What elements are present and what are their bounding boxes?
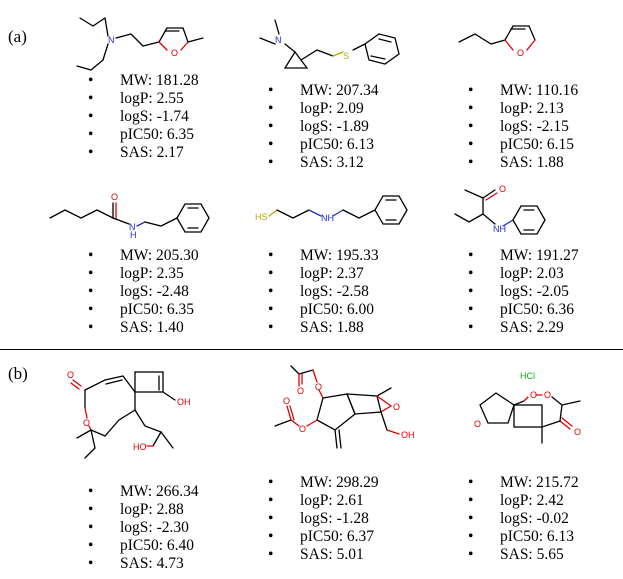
property-logs: logS: -1.74 (88, 108, 199, 126)
property-list-b1: MW: 266.34 logP: 2.88 logS: -2.30 pIC50:… (88, 483, 199, 573)
property-logp: logP: 2.88 (88, 501, 199, 519)
property-mw: MW: 298.29 (268, 474, 379, 492)
property-mw: MW: 215.72 (468, 474, 579, 492)
molecule-structure-b3: HCl O O O O (474, 371, 581, 444)
panel-a-label: (a) (8, 27, 27, 46)
property-mw: MW: 195.33 (268, 247, 379, 265)
property-mw: MW: 181.28 (88, 72, 199, 90)
atom-label: O (111, 192, 118, 202)
molecule-structure-a3: O (458, 25, 536, 58)
property-list-a5: MW: 195.33 logP: 2.37 logS: -2.58 pIC50:… (268, 247, 379, 337)
property-logp: logP: 2.03 (468, 265, 579, 283)
property-sas: SAS: 2.17 (88, 144, 199, 162)
property-mw: MW: 205.30 (88, 247, 199, 265)
atom-label: O (499, 184, 506, 194)
property-pic50: pIC50: 6.00 (268, 301, 379, 319)
property-logs: logS: -2.30 (88, 519, 199, 537)
property-list-a1: MW: 181.28 logP: 2.55 logS: -1.74 pIC50:… (88, 72, 199, 162)
property-list-a2: MW: 207.34 logP: 2.09 logS: -1.89 pIC50:… (268, 82, 379, 172)
property-list-b2: MW: 298.29 logP: 2.61 logS: -1.28 pIC50:… (268, 474, 379, 564)
atom-label: OH (401, 430, 415, 440)
atom-label: N (108, 35, 115, 45)
property-logs: logS: -1.28 (268, 510, 379, 528)
property-pic50: pIC50: 6.15 (468, 136, 578, 154)
molecule-structure-a4: O N H (49, 192, 210, 240)
atom-label: O (393, 402, 400, 412)
panel-divider (0, 349, 623, 350)
property-logp: logP: 2.37 (268, 265, 379, 283)
atom-label: O (83, 418, 90, 428)
property-sas: SAS: 1.88 (468, 154, 578, 172)
molecule-structure-a1: N O (76, 17, 204, 71)
property-sas: SAS: 4.73 (88, 555, 199, 573)
property-logp: logP: 2.55 (88, 90, 199, 108)
atom-label: S (343, 51, 349, 61)
atom-label: O (474, 419, 481, 429)
property-mw: MW: 110.16 (468, 82, 578, 100)
molecule-structure-a5: HS NH (255, 195, 408, 225)
atom-label: O (67, 370, 74, 380)
property-pic50: pIC50: 6.36 (468, 301, 579, 319)
molecule-structure-a2: N S (259, 19, 400, 69)
atom-label: N (129, 222, 136, 232)
molecule-structure-b1: O O OH HO (67, 370, 191, 459)
property-pic50: pIC50: 6.13 (468, 528, 579, 546)
property-logp: logP: 2.35 (88, 265, 199, 283)
property-logp: logP: 2.42 (468, 492, 579, 510)
atom-label: HCl (520, 371, 535, 381)
atom-label: O (315, 382, 322, 392)
property-logs: logS: -2.15 (468, 118, 578, 136)
property-sas: SAS: 1.88 (268, 319, 379, 337)
atom-label: O (299, 424, 306, 434)
atom-label: O (517, 48, 524, 58)
property-sas: SAS: 1.40 (88, 319, 199, 337)
property-pic50: pIC50: 6.35 (88, 301, 199, 319)
panel-b-label: (b) (8, 364, 28, 383)
atom-label: O (297, 386, 304, 396)
property-sas: SAS: 5.01 (268, 546, 379, 564)
property-mw: MW: 191.27 (468, 247, 579, 265)
property-mw: MW: 207.34 (268, 82, 379, 100)
atom-label: H (130, 230, 137, 240)
property-logs: logS: -0.02 (468, 510, 579, 528)
property-logp: logP: 2.13 (468, 100, 578, 118)
atom-label: HO (133, 442, 147, 452)
property-logs: logS: -2.05 (468, 283, 579, 301)
property-list-a6: MW: 191.27 logP: 2.03 logS: -2.05 pIC50:… (468, 247, 579, 337)
molecule-structure-b2: O O O O O OH (274, 365, 415, 449)
atom-label: OH (177, 397, 191, 407)
property-pic50: pIC50: 6.35 (88, 126, 199, 144)
atom-label: O (530, 390, 537, 400)
property-list-a4: MW: 205.30 logP: 2.35 logS: -2.48 pIC50:… (88, 247, 199, 337)
property-logs: logS: -2.48 (88, 283, 199, 301)
property-list-b3: MW: 215.72 logP: 2.42 logS: -0.02 pIC50:… (468, 474, 579, 564)
atom-label: N (275, 35, 282, 45)
property-pic50: pIC50: 6.13 (268, 136, 379, 154)
property-sas: SAS: 3.12 (268, 154, 379, 172)
atom-label: O (544, 390, 551, 400)
property-mw: MW: 266.34 (88, 483, 199, 501)
property-sas: SAS: 2.29 (468, 319, 579, 337)
property-logs: logS: -1.89 (268, 118, 379, 136)
atom-label: O (574, 427, 581, 437)
atom-label: NH (493, 224, 506, 234)
property-logs: logS: -2.58 (268, 283, 379, 301)
atom-label: O (171, 48, 178, 58)
atom-label: NH (321, 213, 334, 223)
atom-label: HS (255, 212, 268, 222)
property-logp: logP: 2.09 (268, 100, 379, 118)
property-logp: logP: 2.61 (268, 492, 379, 510)
property-pic50: pIC50: 6.40 (88, 537, 199, 555)
property-list-a3: MW: 110.16 logP: 2.13 logS: -2.15 pIC50:… (468, 82, 578, 172)
property-pic50: pIC50: 6.37 (268, 528, 379, 546)
molecule-structure-a6: O NH (454, 184, 546, 235)
property-sas: SAS: 5.65 (468, 546, 579, 564)
atom-label: O (283, 396, 290, 406)
